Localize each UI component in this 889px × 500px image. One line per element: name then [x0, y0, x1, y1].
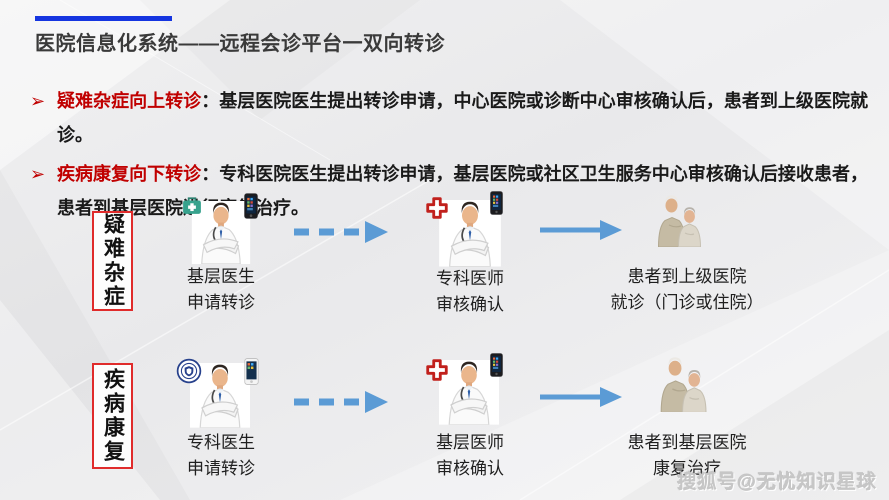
solid-arrow-icon	[538, 384, 623, 410]
doctor-with-hospital-badge-image	[184, 363, 256, 425]
step-label-line2: 申请转诊	[187, 459, 255, 478]
step-label-line1: 专科医师	[436, 269, 504, 288]
title-accent-line	[35, 16, 172, 21]
watermark: 搜狐号@无忧知识星球	[677, 472, 877, 493]
flow-tag-disease-rehab: 疾病康复	[92, 363, 133, 469]
step-label-line1: 患者到基层医院	[627, 433, 747, 452]
step-label: 专科医师 审核确认	[405, 266, 535, 318]
hospital-cross-icon	[425, 196, 449, 220]
step-label-line1: 基层医师	[436, 433, 504, 452]
page-title: 医院信息化系统——远程会诊平台一双向转诊	[35, 33, 445, 55]
doctor-with-red-cross-image	[433, 360, 505, 424]
step-label: 专科医生 申请转诊	[158, 430, 284, 482]
hospital-cross-icon	[425, 358, 449, 382]
arrow-bullet-icon: ➢	[30, 164, 46, 184]
dashed-arrow-icon	[291, 219, 390, 245]
smartphone-icon	[490, 353, 503, 377]
arrow-bullet-icon: ➢	[30, 91, 46, 111]
smartphone-icon	[244, 358, 259, 385]
smartphone-icon	[490, 191, 503, 215]
step-label: 患者到上级医院 就诊（门诊或住院）	[594, 264, 780, 316]
step-label-line2: 审核确认	[436, 459, 504, 478]
solid-arrow-icon	[538, 217, 623, 243]
doctor-with-medkit-and-phone-image	[186, 201, 256, 259]
hospital-emblem-icon	[176, 358, 202, 384]
step-label: 基层医生 申请转诊	[158, 264, 284, 316]
bullet-upward-referral: ➢ 疑难杂症向上转诊：基层医院医生提出转诊申请，中心医院或诊断中心审核确认后，患者…	[30, 84, 868, 152]
step-label-line2: 申请转诊	[187, 293, 255, 312]
doctor-with-red-cross-image	[433, 200, 507, 262]
step-label: 基层医师 审核确认	[405, 430, 535, 482]
step-label: 患者到基层医院 康复治疗	[594, 430, 780, 482]
medkit-icon	[182, 196, 202, 215]
bullet-body-text: ：基层医院医生提出转诊申请，中心医院或诊断中心审核确认后，患者到上级医院就诊。	[57, 91, 869, 145]
elderly-couple-image	[648, 195, 708, 247]
step-label-line2: 就诊（门诊或住院）	[610, 293, 764, 312]
dashed-arrow-icon	[291, 389, 390, 415]
step-label-line1: 基层医生	[187, 267, 255, 286]
bullet-lead-text: 疑难杂症向上转诊	[57, 91, 202, 111]
step-label-line2: 审核确认	[436, 295, 504, 314]
step-label-line2: 康复治疗	[653, 459, 721, 478]
flow-tag-difficult-cases: 疑难杂症	[92, 211, 133, 311]
step-label-line1: 专科医生	[187, 433, 255, 452]
smartphone-icon	[244, 193, 258, 219]
step-label-line1: 患者到上级医院	[627, 267, 747, 286]
elderly-couple-image	[650, 357, 714, 423]
bullet-lead-text: 疾病康复向下转诊	[57, 164, 202, 184]
